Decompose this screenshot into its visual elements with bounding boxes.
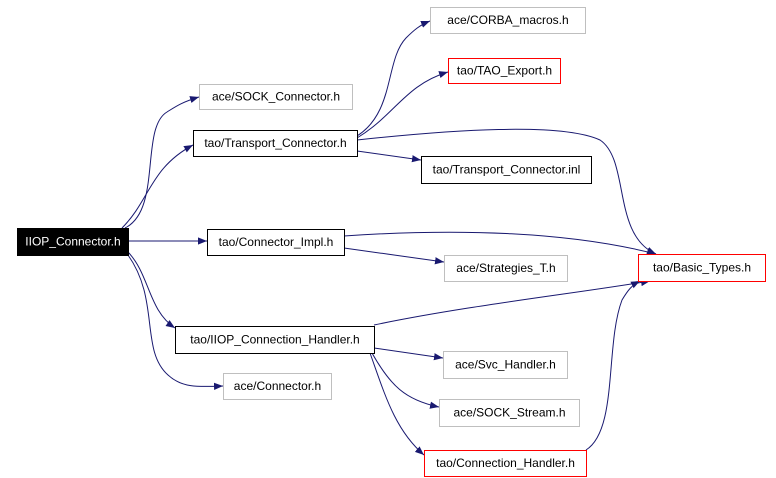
edge-tao-connector-impl-h-to-ace-strategies-t-h [343,247,445,265]
node-label: ace/Svc_Handler.h [455,358,556,372]
node-box [424,450,587,477]
node-ace-corba-macros-h: ace/CORBA_macros.h [430,7,586,34]
node-ace-connector-h: ace/Connector.h [223,373,332,400]
node-tao-tao-export-h[interactable]: tao/TAO_Export.h [448,58,561,84]
node-ace-sock-connector-h: ace/SOCK_Connector.h [199,84,353,110]
node-label: tao/IIOP_Connection_Handler.h [190,333,359,347]
node-ace-sock-stream-h: ace/SOCK_Stream.h [439,399,580,427]
node-box [444,255,568,282]
node-box [638,254,766,282]
node-box [17,228,129,256]
edge-iiop-connector-h-to-ace-connector-h [127,254,224,390]
edge-tao-iiop-connection-handler-h-to-ace-sock-stream-h [371,352,440,409]
node-label: ace/Connector.h [234,379,321,393]
node-tao-transport-connector-h[interactable]: tao/Transport_Connector.h [193,130,358,157]
edge-tao-connector-impl-h-to-tao-basic-types-h [343,231,657,256]
node-iiop-connector-h: IIOP_Connector.h [17,228,129,256]
node-label: tao/Connector_Impl.h [219,235,334,249]
node-label: ace/SOCK_Connector.h [212,90,340,104]
node-box [199,84,353,110]
node-label: ace/SOCK_Stream.h [453,406,565,420]
edge-tao-transport-connector-h-to-tao-tao-export-h [356,71,449,139]
node-box [175,326,375,354]
node-box [207,229,345,256]
edge-tao-connection-handler-h-to-tao-basic-types-h [585,280,641,451]
node-tao-connection-handler-h[interactable]: tao/Connection_Handler.h [424,450,587,477]
nodes-layer: IIOP_Connector.h ace/SOCK_Connector.h tao/… [17,7,766,477]
node-box [443,351,568,379]
edge-tao-transport-connector-h-to-tao-transport-connector-inl [356,150,422,163]
node-label: tao/Transport_Connector.inl [433,163,581,177]
node-box [439,399,580,427]
edge-tao-iiop-connection-handler-h-to-ace-svc-handler-h [373,347,444,361]
edges-layer [121,20,657,456]
node-label: tao/Transport_Connector.h [204,136,346,150]
node-ace-strategies-t-h: ace/Strategies_T.h [444,255,568,282]
node-box [193,130,358,157]
node-tao-basic-types-h[interactable]: tao/Basic_Types.h [638,254,766,282]
node-box [421,156,592,184]
edge-iiop-connector-h-to-tao-iiop-connection-handler-h [127,251,176,329]
edge-iiop-connector-h-to-tao-transport-connector-h [121,144,194,229]
edge-tao-transport-connector-h-to-ace-corba-macros-h [356,20,431,137]
node-label: tao/Connection_Handler.h [436,456,575,470]
edge-tao-iiop-connection-handler-h-to-tao-connection-handler-h [369,352,425,456]
node-label: tao/TAO_Export.h [457,64,552,78]
node-tao-transport-connector-inl[interactable]: tao/Transport_Connector.inl [421,156,592,184]
edge-tao-iiop-connection-handler-h-to-tao-basic-types-h [373,278,651,326]
node-tao-connector-impl-h[interactable]: tao/Connector_Impl.h [207,229,345,256]
node-label: ace/Strategies_T.h [456,261,555,275]
edge-tao-transport-connector-h-to-tao-basic-types-h [356,128,657,255]
node-box [223,373,332,400]
node-label: tao/Basic_Types.h [653,261,751,275]
node-label: ace/CORBA_macros.h [447,13,568,27]
node-label: IIOP_Connector.h [25,235,120,249]
node-tao-iiop-connection-handler-h[interactable]: tao/IIOP_Connection_Handler.h [175,326,375,354]
edge-iiop-connector-h-to-ace-sock-connector-h [124,96,200,229]
node-box [448,58,561,84]
node-ace-svc-handler-h: ace/Svc_Handler.h [443,351,568,379]
node-box [430,7,586,34]
